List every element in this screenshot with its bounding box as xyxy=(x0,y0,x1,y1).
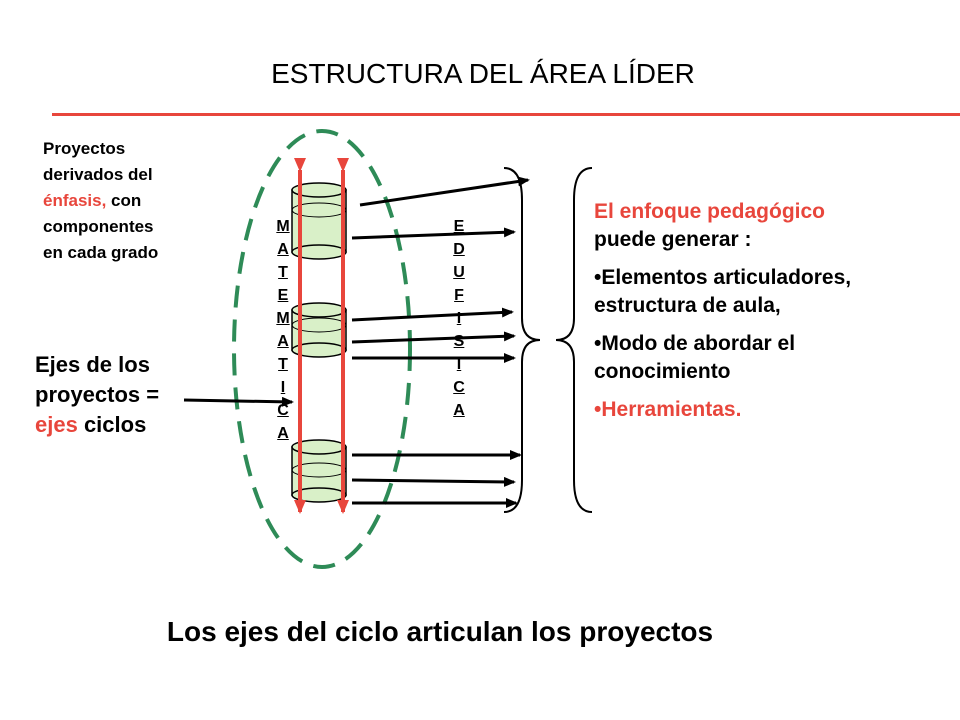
letter: F xyxy=(454,287,464,304)
note-text: con xyxy=(106,191,142,210)
letter: T xyxy=(278,264,288,281)
letter: I xyxy=(280,379,286,396)
note-line: proyectos = xyxy=(35,382,160,407)
letter: C xyxy=(277,402,289,419)
enfoque-panel: El enfoque pedagógico puede generar : •El… xyxy=(594,198,924,434)
letter: C xyxy=(453,379,465,396)
note-line: derivados del xyxy=(43,165,153,184)
letter: A xyxy=(277,333,289,350)
letter: T xyxy=(278,356,288,373)
enfoque-item: •Elementos articuladores, estructura de … xyxy=(594,266,852,317)
emphasis-word: énfasis, xyxy=(43,191,107,210)
matematica-vertical-label: M A T E M A T I C A xyxy=(271,215,295,445)
enfoque-heading-red: El enfoque pedagógico xyxy=(594,200,826,223)
letter: S xyxy=(453,333,465,350)
connector-arrows xyxy=(183,176,530,508)
enfoque-item-highlight: •Herramientas. xyxy=(594,398,742,421)
ejes-note: Ejes de los proyectos = ejes ciclos xyxy=(35,350,195,440)
letter: A xyxy=(277,241,289,258)
emphasis-word: ejes xyxy=(35,412,78,437)
letter: E xyxy=(453,218,465,235)
letter: A xyxy=(277,425,289,442)
enfoque-item: •Modo de abordar el conocimiento xyxy=(594,332,796,383)
letter: M xyxy=(276,218,290,235)
note-line: en cada grado xyxy=(43,243,159,262)
letter: E xyxy=(277,287,289,304)
letter: I xyxy=(456,310,462,327)
brace-right xyxy=(555,167,593,513)
edufisica-vertical-label: E D U F I S I C A xyxy=(447,215,471,422)
proyectos-note: Proyectos derivados del énfasis, con com… xyxy=(43,136,213,266)
note-line: ejes ciclos xyxy=(35,410,195,440)
title-underline xyxy=(52,113,960,116)
note-text: ciclos xyxy=(77,412,147,437)
letter: M xyxy=(276,310,290,327)
note-line: Proyectos xyxy=(43,139,126,158)
letter: A xyxy=(453,402,465,419)
enfoque-heading-rest: puede generar : xyxy=(594,228,752,251)
page-title: ESTRUCTURA DEL ÁREA LÍDER xyxy=(271,58,695,89)
letter: I xyxy=(456,356,462,373)
letter: U xyxy=(453,264,465,281)
conclusion-text: Los ejes del ciclo articulan los proyect… xyxy=(166,616,714,647)
note-line: componentes xyxy=(43,217,154,236)
note-line: Ejes de los xyxy=(35,352,150,377)
enfoque-heading: El enfoque pedagógico puede generar : xyxy=(594,198,924,254)
letter: D xyxy=(453,241,465,258)
note-line: énfasis, con xyxy=(43,188,213,214)
grouping-ellipse xyxy=(232,129,412,569)
brace-left xyxy=(503,167,541,513)
